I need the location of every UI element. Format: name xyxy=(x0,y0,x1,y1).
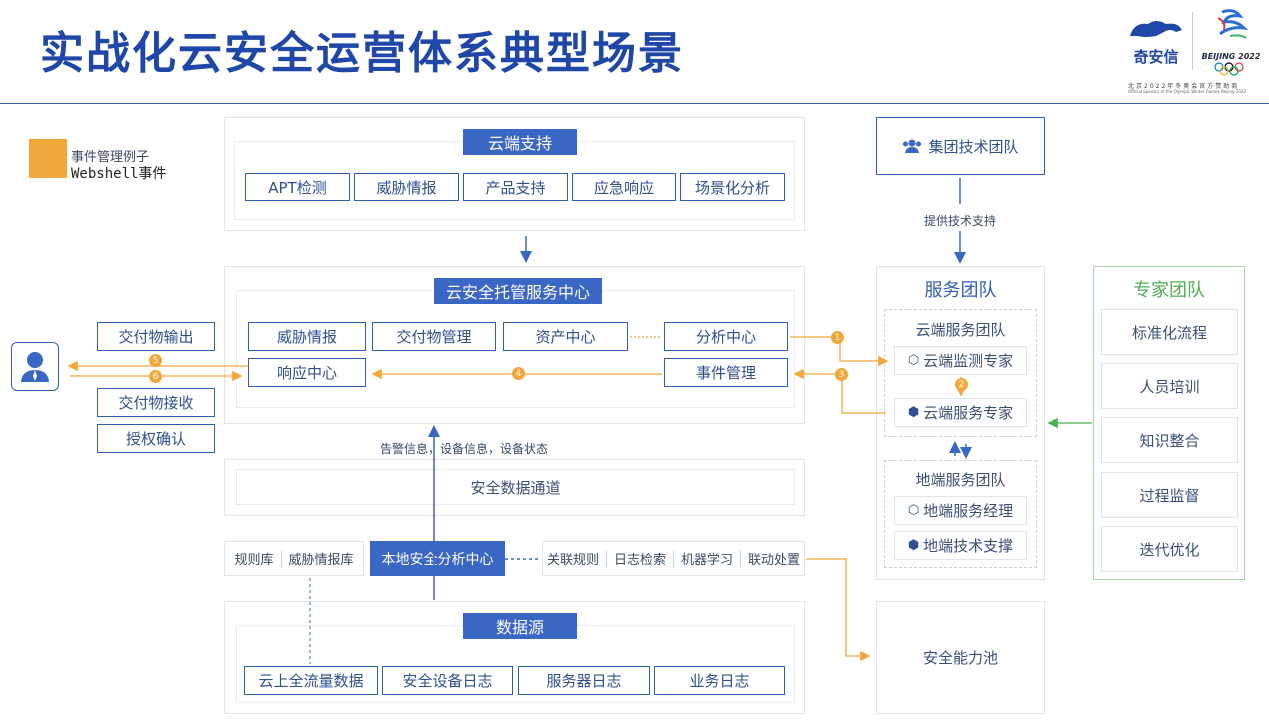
user-avatar[interactable] xyxy=(11,342,59,391)
ground-service-team-title: 地端服务团队 xyxy=(915,471,1006,489)
games-name: BEIJING 2022 xyxy=(1201,52,1261,61)
step-badge-3: 3 xyxy=(835,368,848,381)
deliverable-output[interactable]: 交付物输出 xyxy=(97,322,215,351)
local-left-box: 规则库 威胁情报库 xyxy=(224,541,364,576)
user-icon xyxy=(21,352,49,382)
cloud-scenario-analysis[interactable]: 场景化分析 xyxy=(680,173,785,201)
secure-data-channel: 安全数据通道 xyxy=(236,469,795,505)
alarm-info-label: 告警信息，设备信息，设备状态 xyxy=(380,442,549,456)
authorization-confirm[interactable]: 授权确认 xyxy=(97,424,215,453)
center-deliverable-management[interactable]: 交付物管理 xyxy=(372,322,496,351)
linkage-response[interactable]: 联动处置 xyxy=(748,553,801,568)
security-capability-pool[interactable]: 安全能力池 xyxy=(876,601,1045,714)
logo-separator xyxy=(1192,12,1193,70)
legend-line-2: Webshell事件 xyxy=(71,166,167,182)
team-icon xyxy=(903,139,922,153)
expert-standardized-process[interactable]: 标准化流程 xyxy=(1101,309,1238,355)
separator xyxy=(740,550,742,567)
cloud-monitoring-expert-label: 云端监测专家 xyxy=(923,352,1014,370)
orange-connectors xyxy=(67,336,967,662)
cloud-threat-intel[interactable]: 威胁情报 xyxy=(354,173,459,201)
cloud-service-expert[interactable]: ⬢ 云端服务专家 xyxy=(894,398,1027,427)
expert-team-title: 专家团队 xyxy=(1133,280,1205,301)
cube-icon: ⬢ xyxy=(907,405,920,420)
expert-iterative-optimization[interactable]: 迭代优化 xyxy=(1101,526,1238,572)
page-title: 实战化云安全运营体系典型场景 xyxy=(40,28,684,79)
correlation-rules[interactable]: 关联规则 xyxy=(546,553,599,568)
ground-tech-support[interactable]: ⬢ 地端技术支撑 xyxy=(894,531,1027,560)
ground-service-manager[interactable]: ⬡ 地端服务经理 xyxy=(894,496,1027,525)
step-badge-4: 4 xyxy=(512,367,525,380)
local-right-box: 关联规则 日志检索 机器学习 联动处置 xyxy=(542,541,805,576)
center-asset-center[interactable]: 资产中心 xyxy=(503,322,628,351)
center-threat-intel[interactable]: 威胁情报 xyxy=(248,322,366,351)
separator xyxy=(673,550,674,567)
security-capability-pool-label: 安全能力池 xyxy=(922,649,998,667)
legend-line-1: 事件管理例子 xyxy=(71,150,150,165)
step-badge-6: 6 xyxy=(149,370,162,383)
expert-team-panel xyxy=(1093,266,1245,580)
cloud-support-header: 云端支持 xyxy=(463,129,577,155)
sponsor-line-en: Official Sponsor of the Olympic Winter G… xyxy=(1128,89,1247,94)
deliverable-receipt[interactable]: 交付物接收 xyxy=(97,388,215,417)
cloud-service-expert-label: 云端服务专家 xyxy=(923,404,1014,422)
cloud-monitoring-expert[interactable]: ⬡ 云端监测专家 xyxy=(894,346,1027,375)
ground-service-team-group xyxy=(884,460,1037,568)
center-response-center[interactable]: 响应中心 xyxy=(248,358,366,387)
cloud-service-team-group xyxy=(884,309,1037,437)
olympic-rings-icon xyxy=(1214,62,1244,76)
business-log[interactable]: 业务日志 xyxy=(654,666,785,695)
separator xyxy=(280,550,282,567)
hexagon-icon: ⬡ xyxy=(907,353,920,368)
security-device-log[interactable]: 安全设备日志 xyxy=(382,666,513,695)
log-search[interactable]: 日志检索 xyxy=(613,553,666,568)
cloud-emergency-response[interactable]: 应急响应 xyxy=(572,173,676,201)
cloud-full-traffic-data[interactable]: 云上全流量数据 xyxy=(244,666,378,695)
center-event-management[interactable]: 事件管理 xyxy=(664,358,788,387)
machine-learning[interactable]: 机器学习 xyxy=(681,553,734,568)
service-team-title: 服务团队 xyxy=(924,280,997,301)
cloud-service-team-title: 云端服务团队 xyxy=(915,321,1006,339)
expert-staff-training[interactable]: 人员培训 xyxy=(1101,363,1238,409)
managed-service-center-header: 云安全托管服务中心 xyxy=(434,278,602,304)
expert-process-supervision[interactable]: 过程监督 xyxy=(1101,472,1238,518)
tech-support-label: 提供技术支持 xyxy=(924,214,997,228)
sponsor-line-cn: 北京2022年冬奥会官方赞助商 xyxy=(1128,83,1240,90)
step-badge-1: 1 xyxy=(831,331,844,344)
local-analysis-center[interactable]: 本地安全分析中心 xyxy=(370,541,505,576)
cloud-apt-detection[interactable]: APT检测 xyxy=(245,173,350,201)
blue-connectors xyxy=(309,178,972,664)
separator xyxy=(605,550,607,567)
leopard-icon xyxy=(1130,21,1182,37)
step-badge-5: 5 xyxy=(149,354,162,367)
winter-emblem-icon xyxy=(1217,9,1249,39)
group-tech-team-label: 集团技术团队 xyxy=(928,137,1019,156)
ground-tech-support-label: 地端技术支撑 xyxy=(923,537,1014,555)
cube-icon: ⬢ xyxy=(907,538,920,553)
hexagon-icon: ⬡ xyxy=(907,503,920,518)
beijing-2022-emblem: BEIJING 2022 xyxy=(1200,8,1262,76)
ground-service-manager-label: 地端服务经理 xyxy=(923,502,1014,520)
title-divider xyxy=(0,103,1269,104)
rule-library[interactable]: 规则库 xyxy=(234,553,274,568)
legend-swatch xyxy=(29,139,67,178)
secure-data-channel-label: 安全数据通道 xyxy=(470,478,561,497)
cloud-product-support[interactable]: 产品支持 xyxy=(463,173,568,201)
server-log[interactable]: 服务器日志 xyxy=(518,666,650,695)
group-tech-team[interactable]: 集团技术团队 xyxy=(876,117,1045,175)
expert-knowledge-integration[interactable]: 知识整合 xyxy=(1101,417,1238,463)
center-analysis-center[interactable]: 分析中心 xyxy=(664,322,788,351)
threat-intel-library[interactable]: 威胁情报库 xyxy=(288,553,354,568)
qianxin-logo: 奇安信 xyxy=(1126,16,1186,66)
brand-name: 奇安信 xyxy=(1133,48,1179,66)
data-source-header: 数据源 xyxy=(463,613,577,639)
step-badge-2: 2 xyxy=(955,378,968,391)
